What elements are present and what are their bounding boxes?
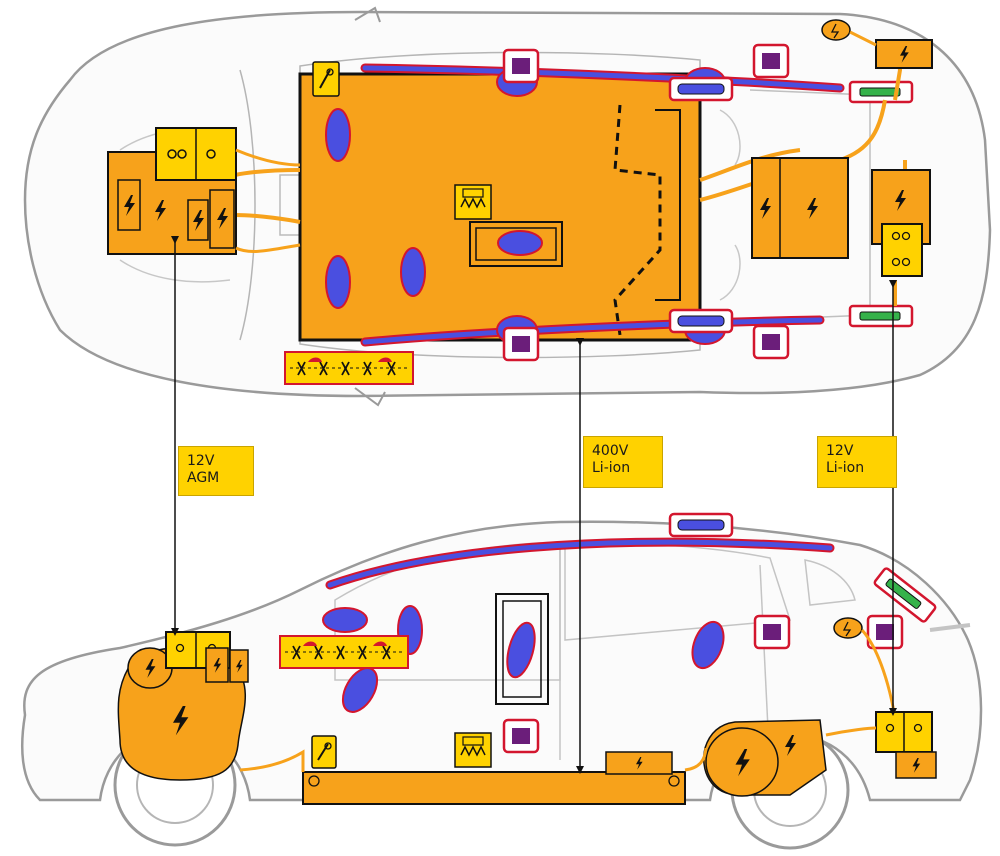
center-airbag-frame [469, 221, 563, 267]
hv-battery-side [302, 751, 686, 805]
label-12v-agm-line1: 12V [187, 453, 215, 469]
front-airbag-driver [325, 108, 351, 162]
side-view [21, 512, 983, 850]
control-module-side-3 [502, 718, 540, 754]
label-400v-line1: 400V [592, 443, 629, 459]
control-module-top-4 [752, 324, 790, 360]
control-module-top-3 [502, 326, 540, 362]
green-pretensioner-top-2 [848, 304, 914, 328]
hv-battery-floor-top [298, 72, 702, 342]
gas-generator-top-1 [668, 76, 734, 102]
rear-12v-liion-side [875, 711, 937, 779]
label-400v-liion: 400V Li-ion [583, 436, 663, 488]
label-12v-liion: 12V Li-ion [817, 436, 897, 488]
side-rear-airbag [691, 620, 725, 670]
heater-icon-side [454, 732, 492, 768]
side-center-airbag-frame [495, 593, 549, 705]
gas-generator-top-2 [668, 308, 734, 334]
control-module-top-1 [502, 48, 540, 84]
side-center-airbag [506, 621, 536, 679]
label-400v-line2: Li-ion [592, 460, 631, 476]
pretensioner-strip-top [284, 351, 414, 385]
label-12v-agm: 12V AGM [178, 446, 254, 496]
center-airbag [497, 230, 543, 256]
green-pretensioner-top-1 [848, 80, 914, 104]
gas-generator-side [668, 512, 734, 538]
heater-icon [454, 184, 492, 220]
label-12v-agm-line2: AGM [187, 470, 220, 486]
pretensioner-strip-side [279, 635, 409, 669]
control-module-side-2 [866, 614, 904, 650]
rear-12v-liion-top [871, 169, 931, 277]
side-lower-airbag [341, 667, 379, 713]
label-12v-liion-line2: Li-ion [826, 460, 865, 476]
rear-hv-component-top [751, 157, 849, 259]
front-airbag-passenger [325, 255, 351, 309]
rear-motor-side [703, 719, 827, 797]
rear-igniter-side [833, 617, 863, 639]
connector-arrows [171, 236, 897, 774]
knee-airbag [400, 247, 426, 297]
front-motor-side [117, 631, 249, 781]
control-module-top-2 [752, 43, 790, 79]
side-front-airbag [322, 607, 368, 633]
label-12v-liion-line1: 12V [826, 443, 854, 459]
seatbelt-pretensioner-icon-top [312, 61, 340, 97]
control-module-side-1 [753, 614, 791, 650]
seatbelt-pretensioner-icon-side [311, 735, 337, 769]
top-view [23, 6, 992, 407]
rear-igniter-top [821, 19, 933, 69]
